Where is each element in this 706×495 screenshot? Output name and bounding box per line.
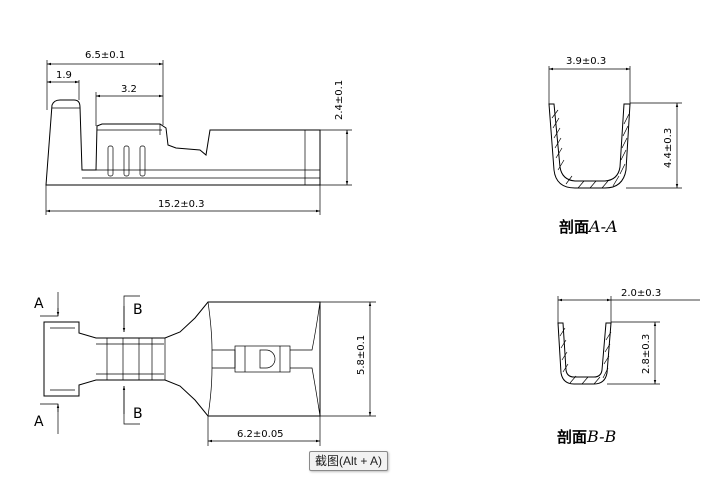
section-bb-title: 剖面B-B [557, 427, 616, 446]
section-bb: 2.0±0.3 2.8±0.3 剖面B-B [557, 288, 700, 446]
section-aa: 3.9±0.3 4.4±0.3 剖面A-A [548, 56, 682, 236]
section-aa-title: 剖面A-A [559, 217, 618, 236]
dim-aa-height: 4.4±0.3 [663, 128, 674, 168]
dim-aa-width: 3.9±0.3 [566, 56, 606, 67]
dim-bb-width: 2.0±0.3 [621, 288, 661, 299]
side-view: 6.5±0.1 1.9 3.2 15.2±0.3 2.4±0.1 [45, 50, 352, 215]
front-view: A A B B 5.8±0.1 6.2±0.05 [34, 292, 376, 446]
marker-a-top: A [34, 296, 44, 312]
dim-top-width: 6.5±0.1 [85, 50, 125, 61]
dim-top-gap: 3.2 [121, 84, 137, 95]
dim-bb-height: 2.8±0.3 [641, 334, 652, 374]
marker-b-top: B [133, 302, 143, 318]
marker-b-bottom: B [133, 406, 143, 422]
dim-top-length: 15.2±0.3 [158, 199, 205, 210]
dim-top-tab: 1.9 [56, 70, 72, 81]
marker-a-bottom: A [34, 414, 44, 430]
dim-top-height: 2.4±0.1 [334, 80, 345, 120]
dim-front-barrel: 6.2±0.05 [237, 429, 284, 440]
dim-front-width: 5.8±0.1 [356, 335, 367, 375]
screenshot-tooltip: 截图(Alt + A) [309, 451, 389, 471]
